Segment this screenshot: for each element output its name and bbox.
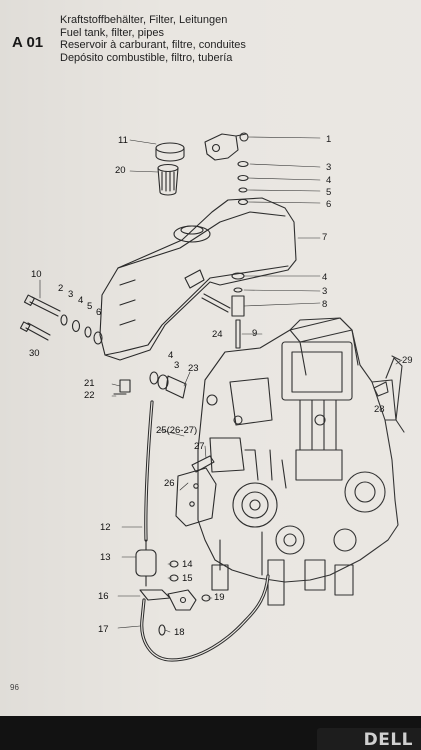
callout-6b: 6 [96,307,102,318]
callout-13: 13 [100,552,111,563]
callout-10: 10 [31,269,42,280]
callout-9: 9 [252,328,258,339]
title-german: Kraftstoffbehälter, Filter, Leitungen [60,14,228,26]
callout-25: 25(26-27) [156,425,198,436]
clip-28 [373,381,389,397]
callout-24: 24 [212,329,223,340]
fuel-pipe-upper [144,400,154,542]
callout-3c: 3 [68,289,74,300]
monitor-brand-tab: DELL [317,728,421,750]
exploded-view-diagram: 11 20 1 3 4 5 6 7 4 3 8 9 24 10 2 3 4 5 … [0,120,421,710]
plate-26 [175,467,217,527]
callout-4c: 4 [78,295,84,306]
title-english: Fuel tank, filter, pipes [60,26,164,39]
engine-block [197,317,399,606]
control-rod [385,355,405,433]
bolt-long [23,294,61,317]
rubber-mount [149,371,187,399]
fuel-tank [99,197,297,361]
page-number: 96 [10,683,19,692]
callout-14: 14 [182,559,193,570]
parts-catalog-page: A 01 Kraftstoffbehälter, Filter, Leitung… [0,0,421,716]
hose-clamp [158,624,166,636]
tank-cap [155,142,185,162]
callout-5a: 5 [326,187,332,198]
monitor-brand-logo: DELL [363,730,413,750]
callout-20: 20 [115,165,126,176]
mounting-bracket [204,132,249,161]
plate-27 [191,455,215,473]
title-spanish: Depósito combustible, filtro, tubería [60,51,233,64]
callout-16: 16 [98,591,109,602]
return-pipe [140,574,270,662]
callout-23: 23 [188,363,199,374]
callout-19: 19 [214,592,225,603]
callout-1: 1 [326,134,332,145]
callout-21: 21 [84,378,95,389]
inline-fuel-filter [135,539,157,587]
callout-6a: 6 [326,199,332,210]
fuel-valve [113,379,131,395]
callout-26: 26 [164,478,175,489]
callout-11: 11 [118,135,128,146]
callout-8: 8 [322,299,328,310]
callout-27: 27 [194,441,205,452]
page-title-block: Kraftstoffbehälter, Filter, Leitungen Fu… [60,14,400,64]
stud-bolt [201,293,231,313]
callout-4a: 4 [326,175,332,186]
callout-22: 22 [84,390,95,401]
callout-4b: 4 [322,272,328,283]
callout-3-mount: 3 [174,360,180,371]
callout-2: 2 [58,283,64,294]
callout-29: 29 [402,355,413,366]
callout-17: 17 [98,624,109,635]
diagram-drawing [19,132,405,662]
callout-5b: 5 [87,301,93,312]
bolt-short [19,321,51,341]
section-code: A 01 [12,34,44,51]
title-french: Reservoir à carburant, filtre, conduites [60,39,246,51]
washer-set-left [60,314,103,345]
callout-30: 30 [29,348,40,359]
callout-12: 12 [100,522,111,533]
tank-filter [157,163,179,196]
washer-stack-mid [231,272,245,349]
washer-stack-top [237,160,249,206]
callout-4d: 4 [168,350,174,361]
callout-7: 7 [322,232,328,243]
leader-lines [39,136,403,633]
callout-3b: 3 [322,286,328,297]
callout-3a: 3 [326,162,332,173]
callout-18: 18 [174,627,185,638]
callout-28: 28 [374,404,385,415]
filter-holder [139,589,211,611]
callout-15: 15 [182,573,193,584]
